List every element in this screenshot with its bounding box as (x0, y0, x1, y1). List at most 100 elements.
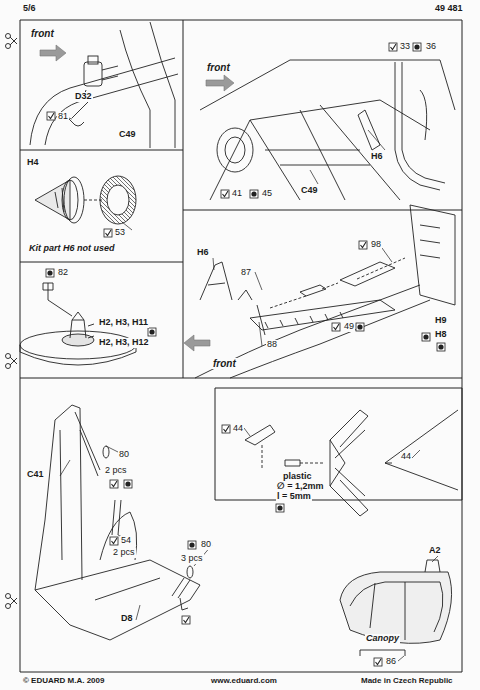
quantity: 3 pcs (180, 554, 204, 564)
cockpit-tub-drawing (225, 137, 245, 163)
photo-etch-icon (374, 658, 382, 666)
photo-etch-icon (110, 480, 118, 488)
callout-number: 33 (399, 42, 411, 52)
scissors-mark (6, 604, 11, 609)
leader-line (382, 248, 392, 262)
fuselage-drawing (410, 205, 455, 305)
photo-etch-icon (224, 426, 230, 432)
scissors-mark (10, 37, 17, 45)
part-name: H6 (370, 152, 384, 162)
scissors-mark (6, 594, 11, 599)
pylon-drawing (330, 440, 345, 486)
callout-number: 81 (57, 112, 69, 122)
dimension: l = 5mm (276, 492, 312, 502)
pylon-drawing (300, 463, 325, 464)
kit-part-icon (413, 43, 421, 51)
fuselage-drawing (420, 225, 440, 258)
photo-etch-icon (223, 191, 229, 197)
callout-number: 98 (370, 240, 382, 250)
base-drawing (72, 312, 84, 320)
cockpit-drawing (30, 58, 175, 145)
cockpit-tub-drawing (265, 150, 370, 165)
photo-etch-icon (112, 538, 118, 544)
kit-part-icon (250, 190, 258, 198)
part-name: C49 (118, 130, 137, 140)
material-note: plastic (282, 472, 313, 482)
panel-frames (20, 20, 462, 672)
tail-fin-drawing (112, 500, 121, 535)
tail-fin-drawing (100, 512, 137, 560)
part-name: A2 (428, 546, 442, 556)
kit-part-icon (188, 541, 196, 549)
kit-part-icon (422, 333, 430, 341)
scissors-mark (6, 44, 11, 49)
nose-cone-drawing (55, 188, 64, 212)
photo-etch-icon (49, 113, 55, 119)
photo-etch-icon (110, 537, 118, 545)
part-name: H8 (434, 330, 448, 340)
callout-number: 41 (231, 189, 243, 199)
photo-etch-icon (47, 112, 55, 120)
fuselage-drawing (357, 258, 405, 279)
photo-etch-icon (376, 659, 382, 665)
cockpit-tub-drawing (420, 90, 427, 140)
cockpit-tub-drawing (210, 100, 430, 200)
tail-fin-drawing (35, 405, 200, 640)
photo-etch-icon (389, 43, 397, 51)
fuselage-drawing (270, 296, 306, 308)
direction-label: front (212, 358, 237, 369)
panel-frames (183, 210, 462, 211)
pylon-drawing (262, 445, 263, 470)
cockpit-drawing (150, 22, 175, 148)
leader-line (432, 556, 438, 562)
leader-lines (60, 92, 438, 661)
photo-etch-icon (221, 190, 229, 198)
panel-frames (20, 20, 462, 672)
kit-part-icon (148, 328, 156, 336)
callout-number: 54 (120, 536, 132, 546)
photo-etch-icon (222, 425, 230, 433)
callout-number: 80 (200, 540, 212, 550)
cockpit-drawing (102, 66, 118, 80)
tail-fin-drawing (45, 405, 82, 580)
callout-number: 87 (240, 268, 252, 278)
cockpit-tub-drawing (200, 60, 455, 200)
dimension: ∅ = 1,2mm (276, 482, 324, 492)
photo-etch-icon (334, 324, 340, 330)
photo-etch-icon (332, 323, 340, 331)
fuselage-drawing (238, 290, 252, 300)
part-name: H2, H3, H12 (98, 338, 150, 348)
kit-part-icon (124, 480, 132, 488)
kit-part-icon (125, 481, 130, 486)
pylon-drawing (330, 480, 368, 516)
part-name: D8 (120, 614, 134, 624)
base-drawing (62, 334, 94, 346)
kit-part-icon (423, 334, 428, 339)
part-name: H4 (26, 158, 40, 168)
kit-part-icon (148, 328, 156, 336)
front-arrow (40, 45, 66, 61)
fuselage-drawing (230, 300, 430, 378)
nose-cone-drawing (107, 185, 129, 215)
leader-line (60, 460, 70, 476)
photo-etch-icon (359, 241, 367, 249)
callout-number: 36 (425, 42, 437, 52)
callout-number: 82 (57, 268, 69, 278)
kit-part-icon (276, 504, 284, 512)
nose-cone-drawing (35, 176, 136, 224)
web-address: www.eduard.com (210, 677, 278, 686)
callout-number: 45 (261, 189, 273, 199)
tail-fin-drawing (187, 566, 193, 578)
quantity: 2 pcs (104, 466, 128, 476)
kit-part-icon (149, 329, 154, 334)
fuselage-drawing (200, 262, 232, 300)
origin-note: Made in Czech Republic (360, 677, 454, 686)
kit-part-icon (414, 44, 419, 49)
tail-fin-drawing (75, 412, 100, 476)
leader-line (398, 656, 404, 661)
kit-part-icon (46, 269, 54, 277)
kit-part-icon (356, 323, 364, 331)
leader-line (368, 130, 385, 150)
quantity: 2 pcs (112, 548, 136, 558)
kit-part-icon (188, 541, 196, 549)
